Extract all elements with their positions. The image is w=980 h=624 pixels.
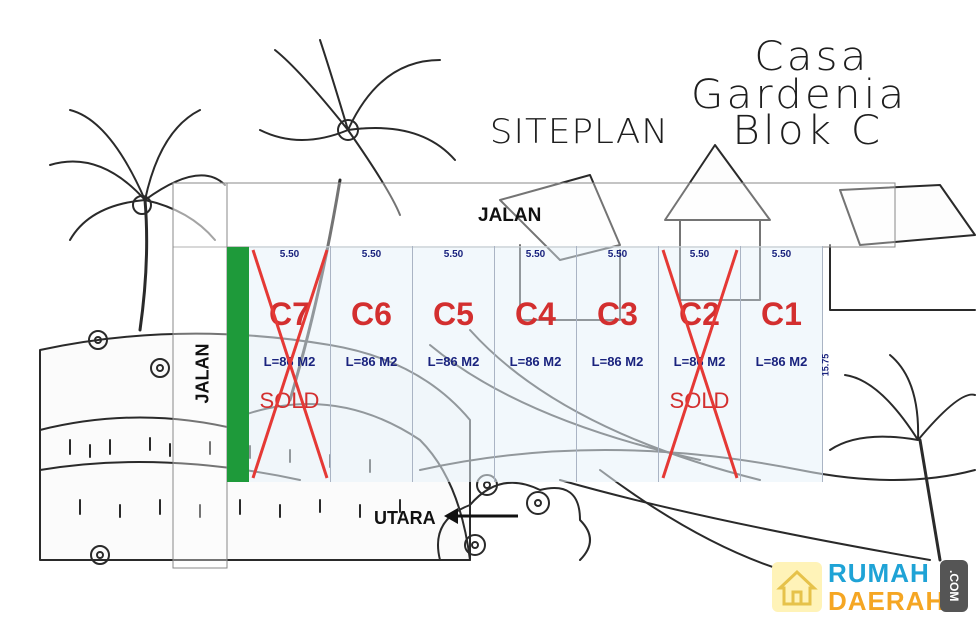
sold-label: SOLD — [259, 388, 320, 413]
plot-code: C5 — [433, 296, 474, 332]
watermark-logo: RUMAH DAERAH .COM — [768, 556, 974, 616]
plot-width-label: 5.50 — [525, 249, 546, 260]
plot-width-label: 5.50 — [443, 249, 464, 260]
plot-width-label: 5.50 — [361, 249, 382, 260]
sold-label: SOLD — [669, 388, 730, 413]
road-label-top: JALAN — [478, 205, 542, 226]
north-arrow-icon — [444, 508, 518, 524]
watermark-word-rumah: RUMAH — [828, 558, 930, 588]
plot-width-label: 5.50 — [607, 249, 628, 260]
plot-area-label: L=86 M2 — [427, 354, 480, 369]
watermark-word-daerah: DAERAH — [828, 586, 946, 616]
plot-area-label: L=86 M2 — [673, 354, 726, 369]
lot-depth-label: 15.75 — [820, 353, 831, 377]
house-icon — [772, 562, 822, 612]
plot-width-label: 5.50 — [689, 249, 710, 260]
plot-width-label: 5.50 — [279, 249, 300, 260]
plot-code: C2 — [679, 296, 720, 332]
plot-code: C4 — [515, 296, 556, 332]
brand-name-line2: Gardenia — [690, 72, 908, 118]
plot-area-label: L=86 M2 — [591, 354, 644, 369]
road-label-left: JALAN — [192, 343, 213, 404]
plot-area-label: L=86 M2 — [755, 354, 808, 369]
plot-width-label: 5.50 — [771, 249, 792, 260]
plot-area-label: L=86 M2 — [263, 354, 316, 369]
plot-code: C6 — [351, 296, 392, 332]
plot-code: C1 — [761, 296, 802, 332]
plot-code: C3 — [597, 296, 638, 332]
brand-name-line3: Blok C — [732, 108, 884, 154]
green-buffer-strip — [227, 247, 249, 482]
north-label: UTARA — [374, 508, 436, 528]
watermark-suffix: .COM — [940, 560, 968, 612]
siteplan-heading: SITEPLAN — [489, 112, 670, 152]
plot-code: C7 — [269, 296, 310, 332]
plot-area-label: L=86 M2 — [509, 354, 562, 369]
plot-area-label: L=86 M2 — [345, 354, 398, 369]
brand-name-line1: Casa — [754, 34, 870, 80]
